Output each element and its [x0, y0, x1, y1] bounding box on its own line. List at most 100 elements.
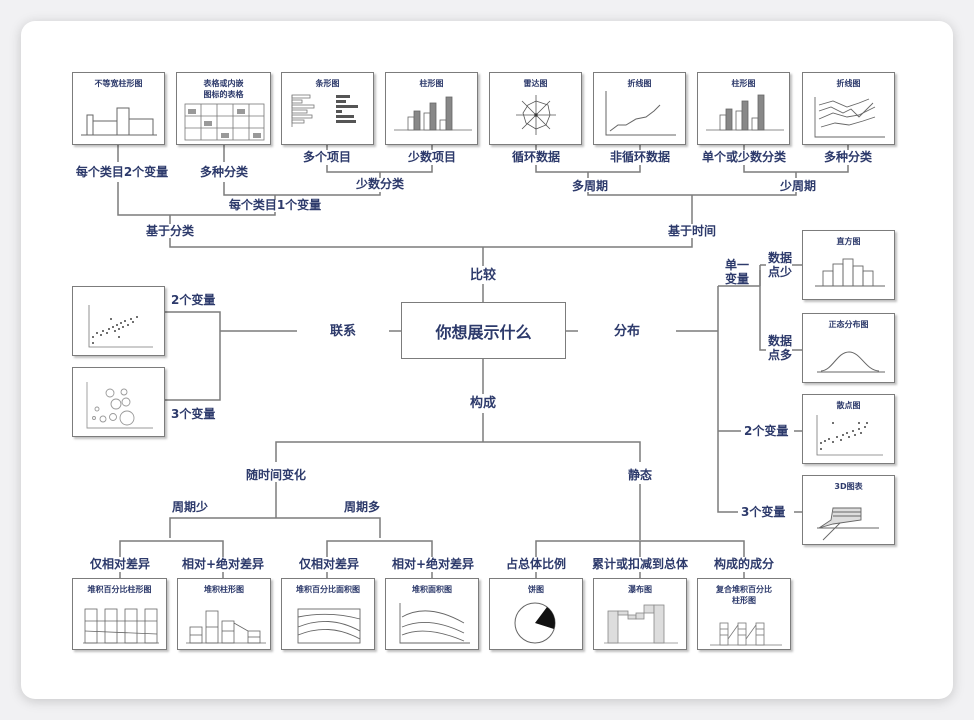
pie-chart-icon	[514, 602, 556, 644]
chart-bubble[interactable]	[72, 367, 165, 437]
label-by-time: 基于时间	[667, 224, 717, 238]
chart-stacked-percent-column[interactable]: 堆积百分比柱形图	[72, 578, 167, 650]
label-line: 变量	[724, 272, 750, 286]
chart-line-noncyclic[interactable]: 折线图	[593, 72, 686, 145]
chart-stacked-column[interactable]: 堆积柱形图	[177, 578, 271, 650]
label-rel-abs-1: 相对+绝对差异	[181, 557, 265, 571]
label-comp-few-periods: 周期少	[171, 500, 209, 514]
chart-stacked-area[interactable]: 堆积面积图	[385, 578, 479, 650]
unequal-width-column-icon	[81, 107, 157, 136]
label-line: 数据	[767, 334, 793, 348]
bubble-chart-icon	[86, 382, 153, 429]
chart-title: 堆积百分比柱形图	[87, 585, 152, 594]
label-many-categories: 多种分类	[199, 165, 249, 179]
label-single-variable: 单一变量	[725, 258, 749, 286]
label-one-var-per-item: 每个类目1个变量	[228, 198, 322, 212]
chart-title: 散点图	[836, 401, 861, 410]
chart-histogram[interactable]: 直方图	[802, 230, 895, 300]
branch-relationship: 联系	[329, 324, 357, 339]
label-many-categories-time: 多种分类	[823, 150, 873, 164]
chart-bar[interactable]: 条形图	[281, 72, 374, 145]
chart-title-line: 图标的表格	[203, 90, 244, 99]
chart-radar[interactable]: 雷达图	[489, 72, 582, 145]
chart-stacked-percent-area[interactable]: 堆积百分比面积图	[281, 578, 375, 650]
label-by-category: 基于分类	[145, 224, 195, 238]
chart-table-with-icons[interactable]: 表格或内嵌图标的表格	[176, 72, 271, 145]
chart-3d[interactable]: 3D图表	[802, 475, 895, 545]
label-few-items: 少数项目	[407, 150, 457, 164]
chart-title-line: 复合堆积百分比	[716, 585, 772, 594]
label-dist-three-vars: 3个变量	[741, 505, 786, 519]
column-chart-icon	[706, 94, 784, 131]
chart-title: 堆积百分比面积图	[296, 585, 360, 594]
chart-scatter-relationship[interactable]	[72, 286, 165, 356]
chart-column-time[interactable]: 柱形图	[697, 72, 790, 145]
label-single-or-few-categories: 单个或少数分类	[701, 150, 787, 164]
chart-title: 不等宽柱形图	[94, 79, 143, 88]
chart-scatter-distribution[interactable]: 散点图	[802, 394, 895, 464]
label-dist-two-vars: 2个变量	[744, 424, 789, 438]
chart-title: 雷达图	[523, 79, 548, 88]
chart-title: 堆积面积图	[412, 585, 452, 594]
table-grid-icon	[184, 103, 265, 141]
chart-title: 柱形图	[731, 79, 756, 88]
label-share-of-total: 占总体比例	[505, 557, 567, 571]
bell-curve-icon	[817, 351, 885, 373]
chart-title: 条形图	[315, 79, 340, 88]
label-relative-only-1: 仅相对差异	[89, 557, 151, 571]
label-accumulate: 累计或扣减到总体	[591, 557, 689, 571]
chart-title: 折线图	[836, 79, 861, 88]
label-two-vars-per-item: 每个类目2个变量	[75, 165, 169, 179]
chart-column[interactable]: 柱形图	[385, 72, 478, 145]
chart-pie[interactable]: 饼图	[489, 578, 583, 650]
chart-title: 正态分布图	[828, 320, 869, 329]
chart-title: 折线图	[627, 79, 652, 88]
multi-line-chart-icon	[814, 97, 885, 138]
label-few-periods: 少周期	[779, 179, 817, 193]
label-few-categories: 少数分类	[355, 177, 405, 191]
waterfall-chart-icon	[604, 604, 678, 644]
label-rel-abs-2: 相对+绝对差异	[391, 557, 475, 571]
label-few-points: 数据点少	[768, 251, 792, 279]
chart-multi-line[interactable]: 折线图	[802, 72, 895, 145]
label-components: 构成的成分	[713, 557, 775, 571]
column-chart-icon	[394, 96, 472, 131]
chart-title: 3D图表	[834, 482, 863, 491]
label-non-cyclic: 非循环数据	[609, 150, 671, 164]
label-comp-many-periods: 周期多	[343, 500, 381, 514]
compound-stacked-column-icon	[710, 622, 782, 646]
label-rel-two-vars: 2个变量	[171, 293, 216, 307]
stacked-area-icon	[399, 603, 470, 644]
3d-surface-icon	[817, 507, 879, 541]
radar-chart-icon	[516, 95, 556, 135]
chart-waterfall[interactable]: 瀑布图	[593, 578, 687, 650]
label-line: 单一	[724, 258, 750, 272]
chart-title: 饼图	[528, 585, 544, 594]
chart-normal-distribution[interactable]: 正态分布图	[802, 313, 895, 383]
label-many-items: 多个项目	[302, 150, 352, 164]
chart-compound-stacked-percent-column[interactable]: 复合堆积百分比柱形图	[697, 578, 791, 650]
line-chart-icon	[605, 91, 676, 136]
label-many-periods: 多周期	[571, 179, 609, 193]
label-rel-three-vars: 3个变量	[171, 407, 216, 421]
chart-title: 瀑布图	[628, 585, 652, 594]
label-line: 数据	[767, 251, 793, 265]
central-question: 你想展示什么	[401, 302, 566, 359]
chart-unequal-width-column[interactable]: 不等宽柱形图	[72, 72, 165, 145]
stacked-percent-area-icon	[297, 608, 361, 644]
chart-title-line: 表格或内嵌	[203, 79, 244, 88]
label-static: 静态	[627, 468, 653, 482]
branch-comparison: 比较	[469, 268, 497, 283]
bar-chart-icon	[291, 94, 358, 127]
label-relative-only-2: 仅相对差异	[298, 557, 360, 571]
chart-title: 堆积柱形图	[204, 585, 244, 594]
label-many-points: 数据点多	[768, 334, 792, 362]
chart-title-line: 柱形图	[732, 596, 756, 605]
label-line: 点多	[767, 348, 793, 362]
chart-title: 直方图	[836, 237, 861, 246]
branch-composition: 构成	[469, 396, 497, 411]
stacked-column-icon	[186, 610, 266, 644]
stacked-percent-column-icon	[83, 608, 159, 644]
histogram-icon	[815, 258, 885, 287]
